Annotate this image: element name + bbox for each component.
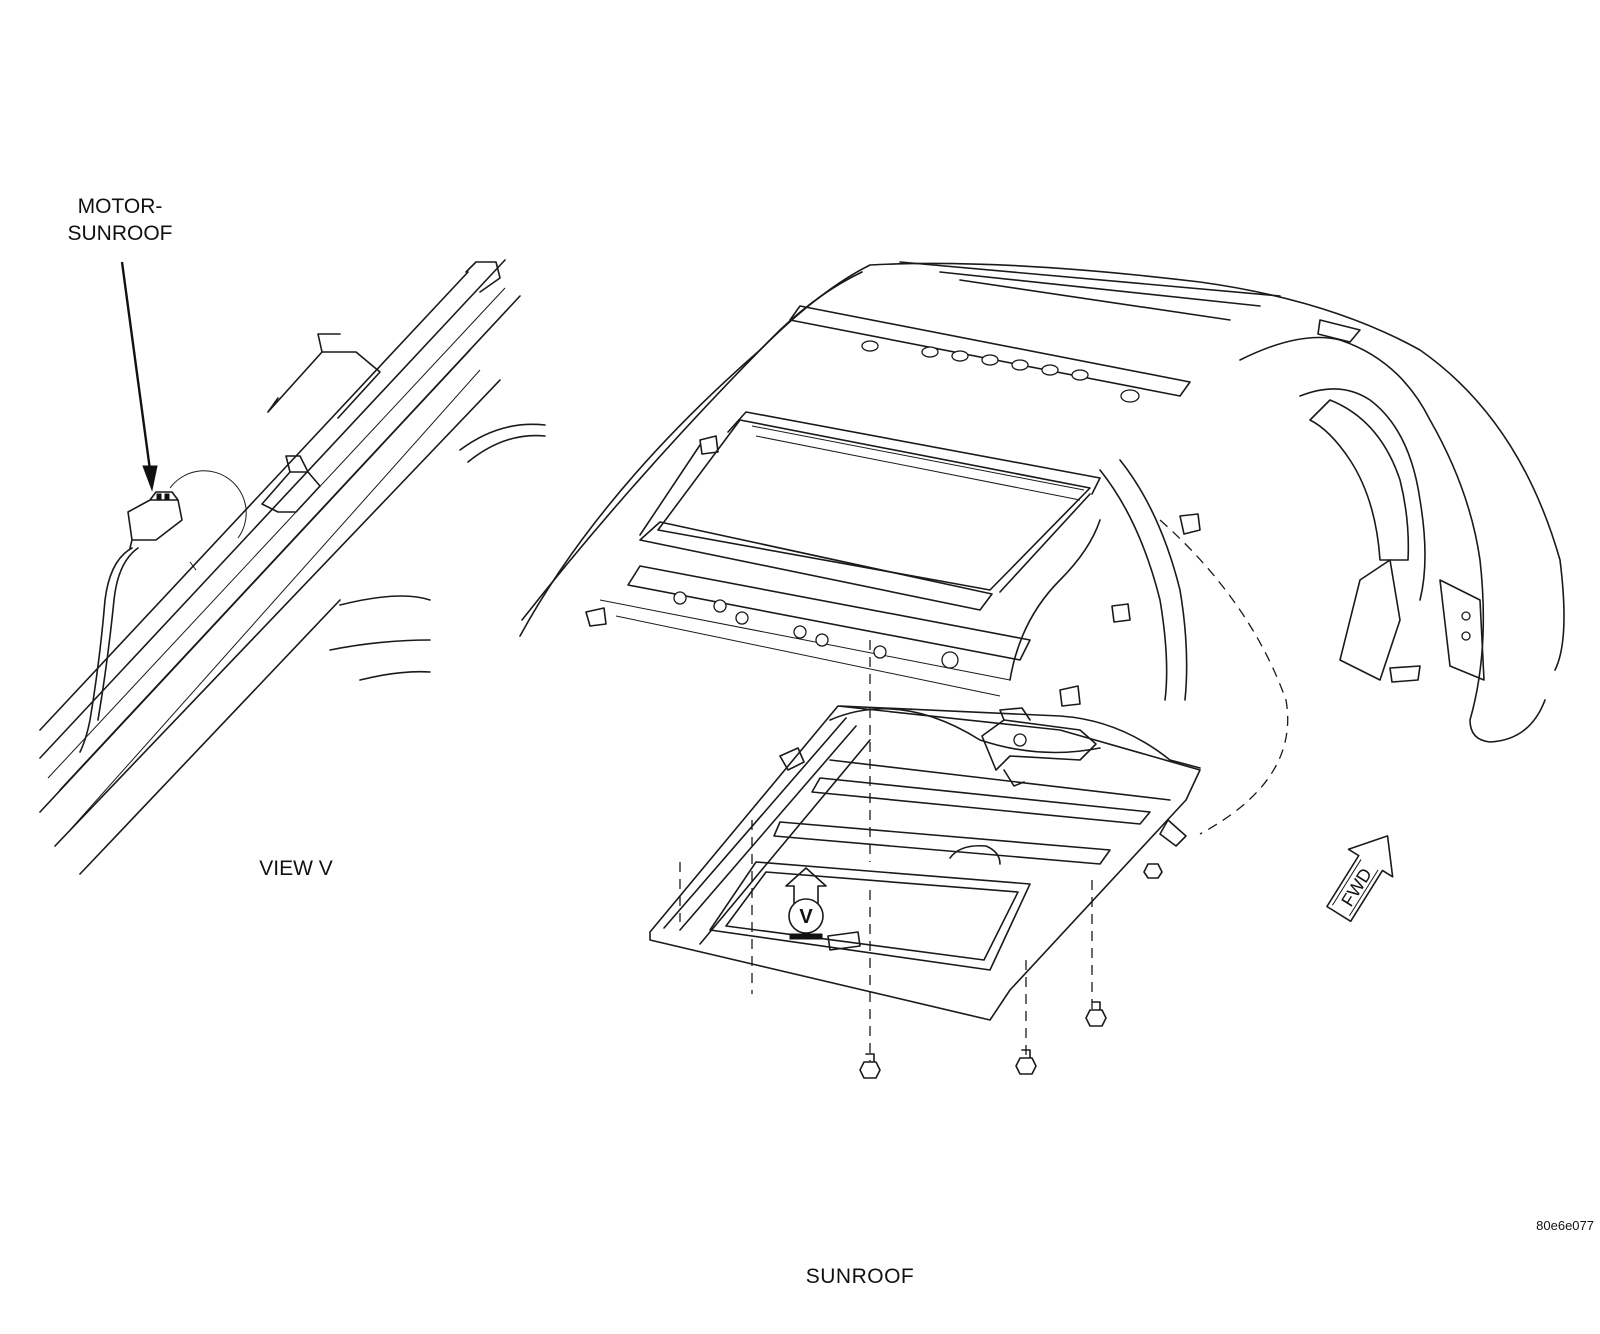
rear-cross-member-lines [599,599,1011,697]
bow-hole-3 [951,350,969,362]
cross-hole-7 [941,651,959,669]
alignment-lines [679,519,1289,1062]
sunroof-frame-ribs [751,425,1085,501]
module-handle-cutout [827,931,861,951]
module-cross-2 [811,777,1151,825]
sunroof-side-rails [639,444,1091,593]
motor-wire-harness [79,547,133,753]
sunroof-front-frame [727,411,1101,495]
bolt-2 [1015,1049,1037,1075]
roof-rail-lines [39,259,521,875]
body-bracket-3 [1059,685,1081,707]
rear-opening-inner [1299,388,1426,601]
forward-arrow-shape [1326,835,1394,923]
connector-pin-1 [156,493,162,501]
bolt-3 [1085,1001,1107,1027]
rear-pillar-bracket [1339,559,1401,681]
rail-bracket-lower [261,455,321,513]
cross-hole-4 [793,625,807,639]
rear-slot [1389,665,1421,683]
roof-rail-edge-lines [47,287,506,831]
body-contour [459,423,546,463]
latch-hole-2 [1461,631,1471,641]
diagram-caption: SUNROOF [805,1265,915,1288]
bow-hole-5 [1011,359,1029,371]
bolt-1 [859,1053,881,1079]
motor-wire-harness-2 [97,547,139,721]
cross-hole-5 [815,633,829,647]
rail-bracket-top [465,261,501,293]
b-pillar-rear [1119,459,1188,701]
motor-leader-line [120,261,152,471]
sunroof-module: V [649,705,1201,1021]
module-cross-1 [773,821,1111,865]
roof-bow-1 [789,305,1191,397]
view-v-base [789,933,823,940]
view-v-circle [788,898,824,934]
latch-hole-1 [1461,611,1471,621]
module-front-clip [779,747,805,771]
module-trough [949,844,1001,865]
module-inner-opening-lip [725,871,1019,961]
bow-hole-7 [1071,369,1089,381]
figure-id: 80e6e077 [1536,1218,1594,1233]
module-cross-3 [829,759,1171,801]
roof-body [519,261,1565,743]
cross-hole-3 [735,611,749,625]
sunroof-motor-assembly [981,719,1097,771]
roof-front-edge [521,271,863,621]
rear-latch-plate [1439,579,1485,681]
bow-hole-2 [921,346,939,358]
module-outer-frame [649,705,1201,1021]
sunroof-opening-glass [657,419,1091,591]
rail-bracket-upper [267,333,381,419]
align-curve-cable [1159,519,1289,835]
connector-pin-2 [164,493,170,501]
body-bracket-4 [699,435,719,455]
b-pillar-front [1099,469,1168,701]
motor-leader-arrowhead [142,465,158,492]
rear-cross-member [627,565,1031,661]
cross-hole-2 [713,599,727,613]
body-bracket-2 [1111,603,1131,623]
rear-quarter-panel [1309,399,1410,561]
module-left-rail [663,717,871,945]
rear-clip [1317,319,1361,343]
module-drive-cable [829,707,1101,754]
forward-arrow-inner [1332,859,1379,917]
view-v-label: VIEW V [259,857,333,880]
module-cable-front [839,705,1201,769]
small-tab [189,561,197,571]
view-v-detail [39,259,546,875]
body-curve-lines [329,595,431,681]
fasteners [859,863,1163,1079]
roof-outer-silhouette [519,262,1565,671]
body-bracket-1 [1179,513,1201,535]
motor-connector [127,491,183,549]
bow-hole-8 [1120,389,1140,403]
body-bracket-5 [585,607,607,627]
bow-hole-4 [981,354,999,366]
view-v-marker-text: V [799,906,813,928]
cross-hole-6 [873,645,887,659]
bow-hole-1 [861,340,879,352]
motor-gear [1013,733,1027,747]
module-inner-opening [709,861,1031,971]
detail-circle [169,470,247,539]
bow-hole-6 [1041,364,1059,376]
sunroof-motor-detail [999,707,1031,787]
roof-header-lines [899,261,1281,321]
cross-hole-1 [673,591,687,605]
sunroof-rear-frame [639,521,993,611]
view-v-arrow [785,867,827,905]
bolt-4 [1143,863,1163,879]
module-rear-clip [1159,819,1187,847]
motor-sunroof-label: MOTOR- SUNROOF [67,195,173,245]
forward-arrow: FWD [1326,835,1394,923]
pillar-inner-curve [1009,519,1101,681]
